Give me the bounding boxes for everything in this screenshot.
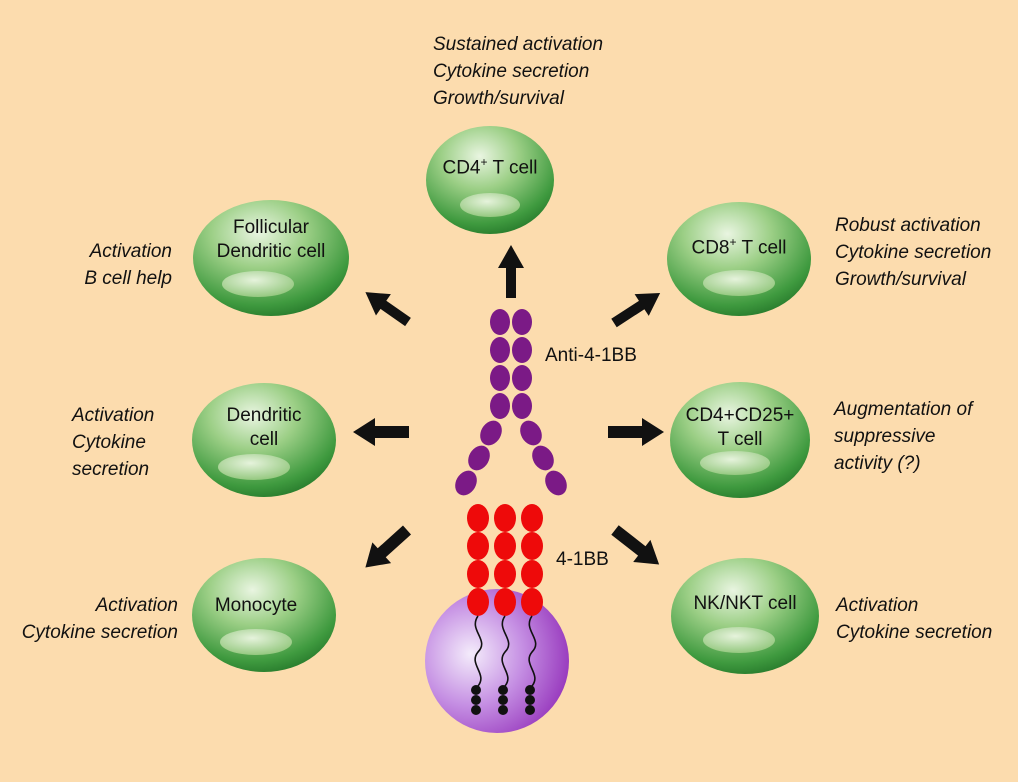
cell-nk-nkt: [671, 558, 819, 674]
nucleus: [703, 627, 775, 653]
label-anti-4-1bb: Anti-4-1BB: [545, 345, 637, 366]
arrow-to-cd4-t: [498, 245, 524, 298]
arrow-to-cd4-cd25-t: [608, 418, 664, 446]
effects-cd8-t: Robust activation Cytokine secretion Gro…: [835, 215, 992, 290]
cell-label-cd4-cd25-t: CD4+CD25+ T cell: [685, 405, 795, 450]
effects-monocyte: Activation Cytokine secretion: [21, 595, 178, 643]
arrow-to-cd8-t: [611, 293, 661, 328]
receptor-4-1bb: [467, 504, 543, 715]
effects-nk-nkt: Activation Cytokine secretion: [836, 595, 993, 643]
nucleus: [703, 270, 775, 296]
arrow-to-dendritic: [353, 418, 409, 446]
antibody-anti-4-1bb: [455, 309, 567, 496]
effects-dendritic: Activation Cytokine secretion: [72, 405, 155, 480]
nucleus: [460, 193, 520, 217]
cell-label-cd8-t: CD8+ T cell: [691, 235, 787, 259]
cell-cd4-cd25-t: [670, 382, 810, 498]
cell-label-monocyte: Monocyte: [214, 595, 298, 616]
arrow-to-follicular-dendritic: [365, 292, 411, 327]
nucleus: [222, 271, 294, 297]
effects-cd4-cd25-t: Augmentation of suppressive activity (?): [834, 399, 973, 474]
cell-cd4-t: [426, 126, 554, 234]
arrow-to-monocyte: [365, 525, 412, 568]
cell-label-cd4-t: CD4+ T cell: [442, 155, 538, 179]
effects-cd4-t: Sustained activation Cytokine secretion …: [433, 34, 604, 109]
cell-follicular-dendritic: [193, 200, 349, 316]
cell-label-nk-nkt: NK/NKT cell: [693, 593, 797, 614]
cell-monocyte: [192, 558, 336, 672]
effects-follicular-dendritic: Activation B cell help: [84, 241, 172, 289]
cell-dendritic: [192, 383, 336, 497]
cell-label-dendritic: Dendritic cell: [226, 405, 302, 450]
nucleus: [220, 629, 292, 655]
nucleus: [218, 454, 290, 480]
cell-cd8-t: [667, 202, 811, 316]
cell-label-follicular-dendritic: Follicular Dendritic cell: [216, 217, 326, 262]
label-4-1bb: 4-1BB: [556, 549, 609, 570]
arrow-to-nk-nkt: [611, 525, 660, 565]
nucleus: [700, 451, 770, 475]
